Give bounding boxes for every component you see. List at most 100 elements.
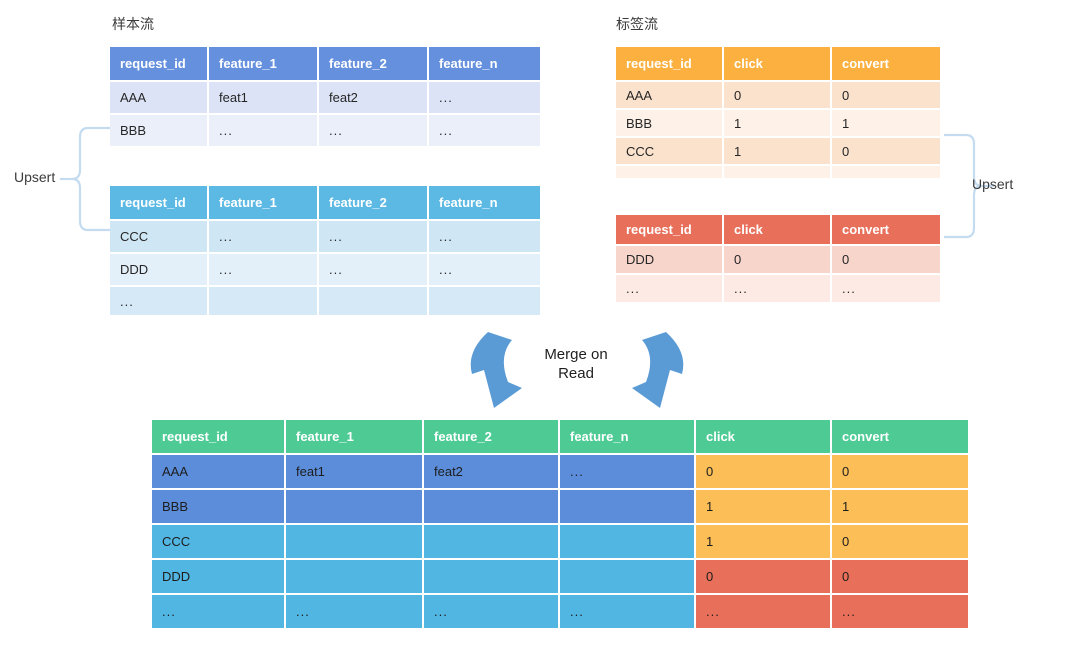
cell-feature-1: ... <box>209 113 319 146</box>
table-header-row: request_id feature_1 feature_2 feature_n… <box>152 420 968 453</box>
table-row <box>616 164 940 178</box>
sample-stream-table-1: request_id feature_1 feature_2 feature_n… <box>110 47 540 146</box>
upsert-brace-right <box>944 133 994 239</box>
cell-click <box>724 164 832 178</box>
column-header-click: click <box>724 47 832 80</box>
table-header-row: request_id click convert <box>616 47 940 80</box>
table-row: BBB 1 1 <box>152 488 968 523</box>
table-row: DDD 0 0 <box>616 244 940 273</box>
table-row: DDD 0 0 <box>152 558 968 593</box>
cell-feature-1: ... <box>209 252 319 285</box>
cell-feature-2: ... <box>319 113 429 146</box>
cell-request-id <box>616 164 724 178</box>
merge-arrow-left-icon <box>470 332 522 408</box>
table-row: BBB 1 1 <box>616 108 940 136</box>
cell-feature-1 <box>286 523 424 558</box>
cell-feature-2 <box>424 523 560 558</box>
cell-feature-n: ... <box>429 252 540 285</box>
cell-request-id: BBB <box>152 488 286 523</box>
table-header-row: request_id click convert <box>616 215 940 244</box>
cell-click: 0 <box>696 558 832 593</box>
table-row: AAA 0 0 <box>616 80 940 108</box>
cell-feature-n: ... <box>429 80 540 113</box>
cell-feature-1: ... <box>286 593 424 628</box>
cell-request-id: CCC <box>616 136 724 164</box>
cell-request-id: CCC <box>110 219 209 252</box>
cell-convert: 0 <box>832 453 968 488</box>
cell-request-id: BBB <box>616 108 724 136</box>
cell-feature-2 <box>424 558 560 593</box>
cell-feature-1: feat1 <box>286 453 424 488</box>
cell-feature-1 <box>286 488 424 523</box>
cell-feature-2: ... <box>424 593 560 628</box>
column-header-feature-1: feature_1 <box>209 186 319 219</box>
table-header-row: request_id feature_1 feature_2 feature_n <box>110 186 540 219</box>
table-row: ... ... ... <box>616 273 940 302</box>
column-header-request-id: request_id <box>616 47 724 80</box>
cell-convert: 0 <box>832 558 968 593</box>
cell-request-id: ... <box>110 285 209 315</box>
column-header-feature-1: feature_1 <box>286 420 424 453</box>
column-header-click: click <box>724 215 832 244</box>
cell-click: 1 <box>724 136 832 164</box>
table-row: BBB ... ... ... <box>110 113 540 146</box>
cell-request-id: AAA <box>110 80 209 113</box>
upsert-brace-left <box>60 126 110 232</box>
cell-request-id: DDD <box>152 558 286 593</box>
cell-click: 0 <box>696 453 832 488</box>
label-stream-table-2: request_id click convert DDD 0 0 ... ...… <box>616 215 940 302</box>
column-header-feature-2: feature_2 <box>424 420 560 453</box>
column-header-convert: convert <box>832 215 940 244</box>
table-header-row: request_id feature_1 feature_2 feature_n <box>110 47 540 80</box>
cell-convert: ... <box>832 273 940 302</box>
cell-convert: ... <box>832 593 968 628</box>
column-header-request-id: request_id <box>616 215 724 244</box>
cell-request-id: DDD <box>616 244 724 273</box>
cell-feature-1 <box>286 558 424 593</box>
merge-arrow-right-icon <box>632 332 684 408</box>
column-header-feature-2: feature_2 <box>319 47 429 80</box>
merge-label-line-1: Merge on <box>544 346 608 363</box>
cell-request-id: DDD <box>110 252 209 285</box>
cell-convert: 1 <box>832 488 968 523</box>
label-stream-caption: 标签流 <box>616 16 658 32</box>
table-row: AAA feat1 feat2 ... <box>110 80 540 113</box>
column-header-request-id: request_id <box>110 47 209 80</box>
cell-click: ... <box>724 273 832 302</box>
cell-click: 1 <box>724 108 832 136</box>
table-row: CCC 1 0 <box>152 523 968 558</box>
cell-feature-2 <box>319 285 429 315</box>
column-header-request-id: request_id <box>110 186 209 219</box>
merge-label-line-2: Read <box>558 365 594 382</box>
column-header-convert: convert <box>832 47 940 80</box>
cell-click: 0 <box>724 80 832 108</box>
cell-feature-n: ... <box>560 593 696 628</box>
table-row: ... ... ... ... ... ... <box>152 593 968 628</box>
cell-request-id: AAA <box>616 80 724 108</box>
cell-click: ... <box>696 593 832 628</box>
cell-request-id: ... <box>616 273 724 302</box>
cell-feature-n <box>560 523 696 558</box>
column-header-feature-2: feature_2 <box>319 186 429 219</box>
column-header-feature-n: feature_n <box>429 47 540 80</box>
table-row: DDD ... ... ... <box>110 252 540 285</box>
cell-click: 1 <box>696 523 832 558</box>
cell-feature-1 <box>209 285 319 315</box>
upsert-label-left: Upsert <box>14 169 56 185</box>
cell-feature-n <box>560 488 696 523</box>
cell-convert <box>832 164 940 178</box>
cell-feature-n: ... <box>429 219 540 252</box>
cell-feature-2 <box>424 488 560 523</box>
column-header-click: click <box>696 420 832 453</box>
cell-convert: 0 <box>832 136 940 164</box>
column-header-request-id: request_id <box>152 420 286 453</box>
table-row: AAA feat1 feat2 ... 0 0 <box>152 453 968 488</box>
sample-stream-table-2: request_id feature_1 feature_2 feature_n… <box>110 186 540 315</box>
cell-feature-n: ... <box>560 453 696 488</box>
cell-click: 1 <box>696 488 832 523</box>
label-stream-table-1: request_id click convert AAA 0 0 BBB 1 1… <box>616 47 940 178</box>
table-row: ... <box>110 285 540 315</box>
column-header-feature-1: feature_1 <box>209 47 319 80</box>
column-header-feature-n: feature_n <box>429 186 540 219</box>
